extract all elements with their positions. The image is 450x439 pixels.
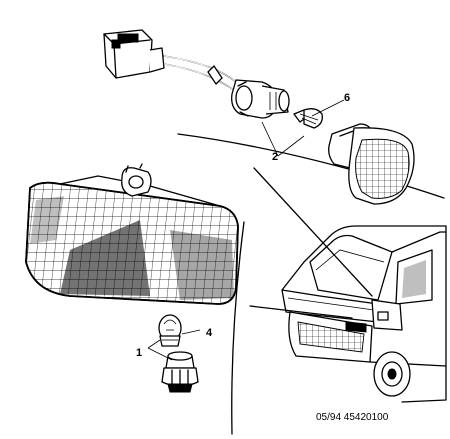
repeater-bulb-holder	[231, 79, 290, 119]
van-silhouette	[281, 225, 447, 403]
front-indicator-lens	[25, 175, 239, 305]
repeater-location-line	[253, 167, 373, 297]
callout-1: 1	[136, 347, 142, 359]
callout-4: 4	[206, 327, 213, 339]
leader-1	[147, 339, 173, 361]
section-divider-vertical	[231, 221, 245, 435]
leader-2	[261, 121, 305, 157]
callout-6: 6	[344, 92, 350, 104]
wiring-connector	[103, 29, 165, 79]
wedge-bulb	[293, 108, 323, 129]
indicator-location-line	[249, 305, 353, 319]
leader-4	[181, 329, 201, 335]
drawing-reference: 05/94 45420100	[316, 412, 389, 423]
wiring-harness	[163, 55, 237, 91]
van-front-wheel	[373, 351, 411, 397]
section-divider-curve	[177, 133, 445, 199]
callout-2: 2	[272, 151, 278, 163]
leader-6	[311, 99, 345, 117]
lens-mounting-tab	[121, 163, 152, 197]
indicator-bulb	[158, 314, 182, 347]
side-repeater-lamp	[328, 123, 415, 205]
indicator-bulb-holder	[161, 351, 199, 393]
